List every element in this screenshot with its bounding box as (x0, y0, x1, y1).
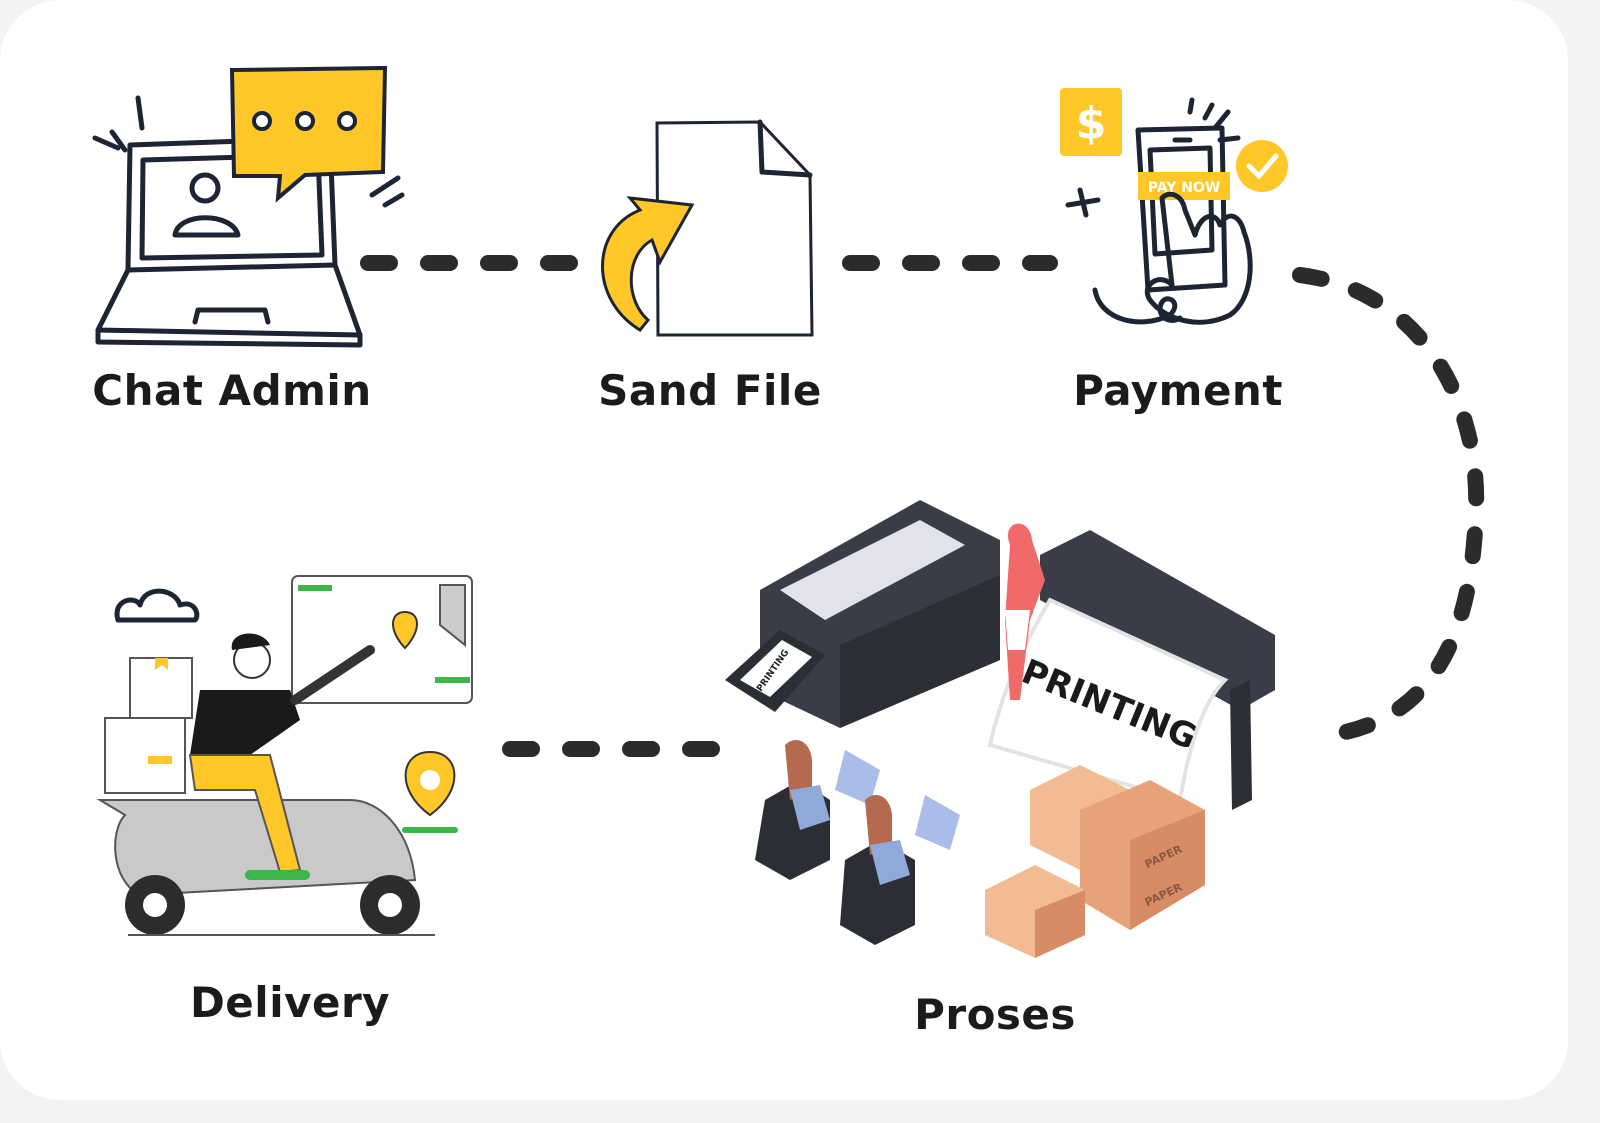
file-send-icon (601, 119, 814, 337)
scooter-delivery-icon (96, 575, 473, 936)
step-label-payment: Payment (1073, 366, 1283, 415)
step-label-proses: Proses (914, 990, 1076, 1039)
laptop-chat-icon (92, 65, 405, 348)
step-label-delivery: Delivery (189, 978, 391, 1027)
connector-payment-to-proses (1292, 267, 1485, 743)
step-label-chat-admin: Chat Admin (92, 366, 372, 415)
dollar-text: $ (1076, 98, 1107, 149)
printing-process-icon: PRINTING PRINTING PAPER PAPER (725, 500, 1275, 958)
phone-payment-icon: $ PAY NOW (1060, 88, 1288, 325)
step-label-sand-file: Sand File (598, 366, 822, 415)
pay-now-text: PAY NOW (1148, 180, 1221, 196)
